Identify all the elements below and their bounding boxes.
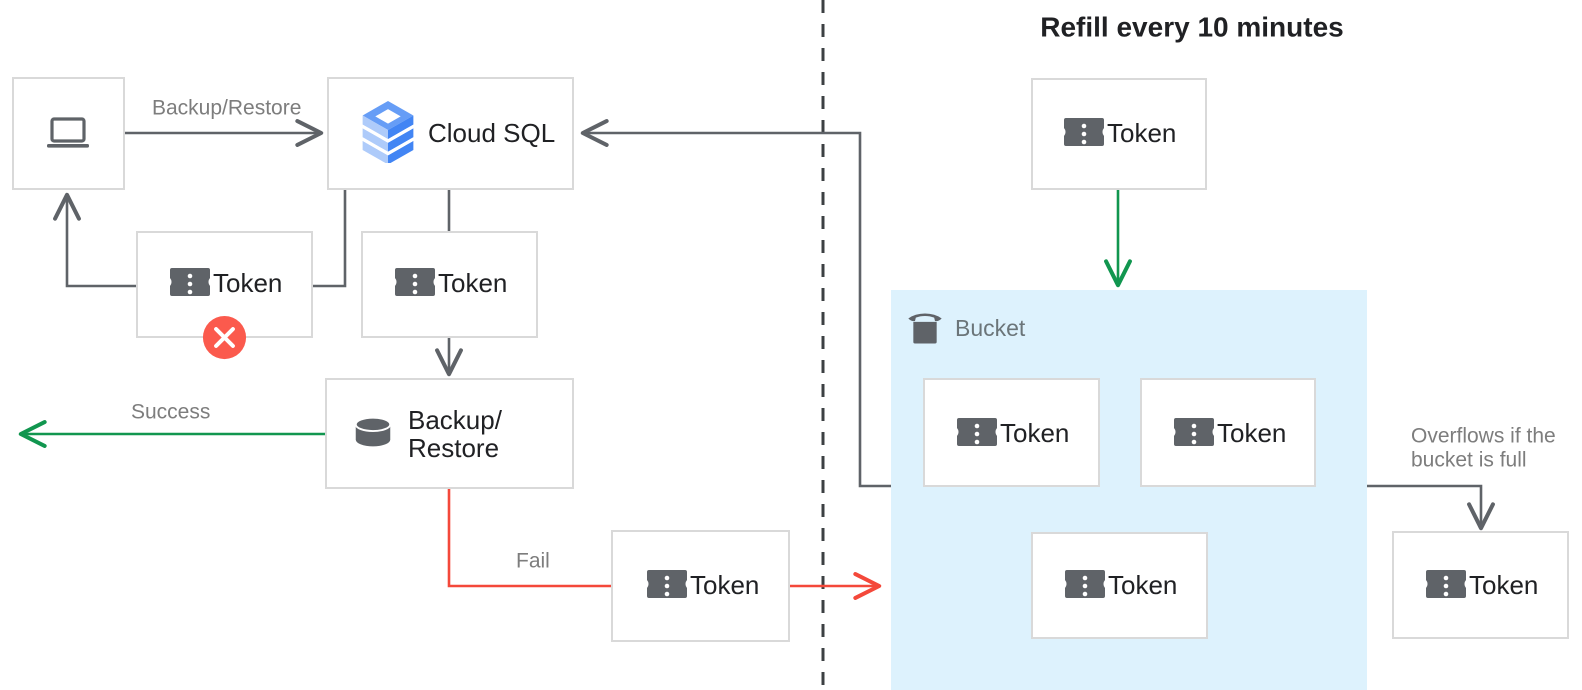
- node-backup-restore[interactable]: Backup/ Restore: [325, 378, 574, 489]
- token-icon: [957, 418, 997, 446]
- edge-label-backup-restore: Backup/Restore: [152, 97, 301, 120]
- token-icon: [647, 570, 687, 598]
- node-token-failed[interactable]: Token: [136, 231, 313, 360]
- edge-label-fail: Fail: [516, 550, 550, 573]
- token-fail-out-label: Token: [690, 570, 759, 600]
- token-icon: [1064, 118, 1104, 146]
- edge-overflow: [1367, 484, 1495, 531]
- bucket-token-1-box[interactable]: [923, 378, 1100, 487]
- node-token-refill[interactable]: Token: [1031, 78, 1207, 190]
- edge-fail: [447, 488, 612, 588]
- backup-restore-label-line1: Backup/: [408, 405, 503, 435]
- bucket-token-2-label: Token: [1217, 418, 1286, 448]
- token-icon: [170, 268, 210, 296]
- token-overflow-label: Token: [1469, 570, 1538, 600]
- bucket-label: Bucket: [955, 315, 1026, 341]
- backup-restore-label-line2: Restore: [408, 433, 499, 463]
- edge-label-overflow-line2: bucket is full: [1411, 449, 1527, 472]
- cloud-sql-label: Cloud SQL: [428, 118, 555, 148]
- token-request-box[interactable]: [361, 231, 538, 338]
- token-icon: [1174, 418, 1214, 446]
- node-bucket-token-2[interactable]: Token: [1140, 378, 1316, 487]
- token-refill-box[interactable]: [1031, 78, 1207, 190]
- node-bucket-token-1[interactable]: Token: [923, 378, 1100, 487]
- error-x-icon: [202, 315, 247, 360]
- token-fail-out-box[interactable]: [611, 530, 790, 642]
- bucket-token-1-label: Token: [1000, 418, 1069, 448]
- node-cloud-sql[interactable]: Cloud SQL: [327, 77, 574, 190]
- edge-bucket-to-cloudsql: [580, 119, 891, 488]
- bucket-token-3-box[interactable]: [1031, 532, 1208, 639]
- token-request-label: Token: [438, 268, 507, 298]
- edge-label-overflow-line1: Overflows if the: [1411, 425, 1556, 448]
- token-icon: [1426, 570, 1466, 598]
- edge-label-success: Success: [131, 401, 210, 424]
- page-title: Refill every 10 minutes: [1040, 11, 1343, 42]
- token-overflow-box[interactable]: [1392, 531, 1569, 639]
- node-client[interactable]: [12, 77, 125, 190]
- token-icon: [1065, 570, 1105, 598]
- bucket-token-2-box[interactable]: [1140, 378, 1316, 487]
- bucket-token-3-label: Token: [1108, 570, 1177, 600]
- node-token-fail-out[interactable]: Token: [611, 530, 790, 642]
- client-box[interactable]: [12, 77, 125, 190]
- node-token-overflow[interactable]: Token: [1392, 531, 1569, 639]
- bucket-header: Bucket: [908, 313, 1026, 344]
- token-failed-label: Token: [213, 268, 282, 298]
- token-icon: [395, 268, 435, 296]
- token-refill-label: Token: [1107, 118, 1176, 148]
- node-token-request[interactable]: Token: [361, 231, 538, 338]
- database-icon: [354, 416, 392, 448]
- node-bucket-token-3[interactable]: Token: [1031, 532, 1208, 639]
